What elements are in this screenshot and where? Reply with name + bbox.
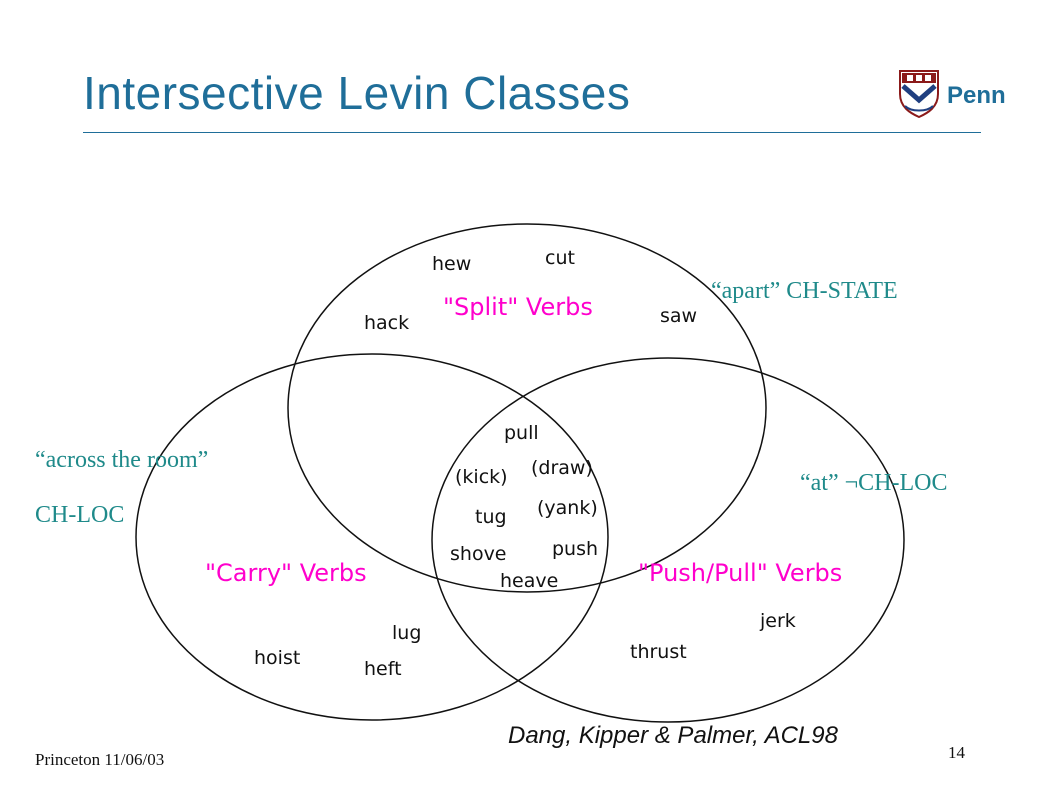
- push-pull-verbs-label: "Push/Pull" Verbs: [638, 559, 842, 587]
- split-sense-annotation: “apart” CH-STATE: [711, 278, 898, 304]
- push-pull-verbs-circle: [431, 357, 905, 723]
- footer-date: Princeton 11/06/03: [35, 750, 165, 769]
- citation: Dang, Kipper & Palmer, ACL98: [508, 722, 838, 749]
- verb-hoist: hoist: [254, 647, 300, 669]
- verb-hack: hack: [364, 312, 409, 334]
- penn-shield-icon: [899, 70, 939, 118]
- verb-heft: heft: [364, 658, 402, 680]
- title-divider: [83, 132, 981, 133]
- verb-cut: cut: [545, 247, 575, 269]
- verb-lug: lug: [392, 622, 421, 644]
- verb-thrust: thrust: [630, 641, 687, 663]
- verb-shove: shove: [450, 543, 507, 565]
- slide-title: Intersective Levin Classes: [83, 67, 631, 119]
- carry-verbs-label: "Carry" Verbs: [205, 559, 367, 587]
- verb-tug: tug: [475, 506, 507, 528]
- verb-heave: heave: [500, 570, 558, 592]
- carry-verbs-circle: [135, 353, 609, 721]
- carry-sense-annotation-line1: “across the room”: [35, 447, 209, 473]
- carry-sense-annotation-line2: CH-LOC: [35, 502, 125, 528]
- verb-yank: (yank): [537, 497, 598, 519]
- verb-kick: (kick): [455, 466, 508, 488]
- verb-push: push: [552, 538, 598, 560]
- verb-jerk: jerk: [759, 610, 796, 632]
- verb-hew: hew: [432, 253, 471, 275]
- split-verbs-label: "Split" Verbs: [443, 293, 593, 321]
- verb-saw: saw: [660, 305, 697, 327]
- logo-text: Penn: [947, 82, 1006, 109]
- penn-logo: Penn: [897, 68, 1027, 120]
- push-sense-annotation: “at” ¬CH-LOC: [800, 470, 948, 496]
- verb-pull: pull: [504, 422, 539, 444]
- page-number: 14: [948, 743, 965, 762]
- verb-draw: (draw): [531, 457, 593, 479]
- split-verbs-circle: [287, 223, 767, 593]
